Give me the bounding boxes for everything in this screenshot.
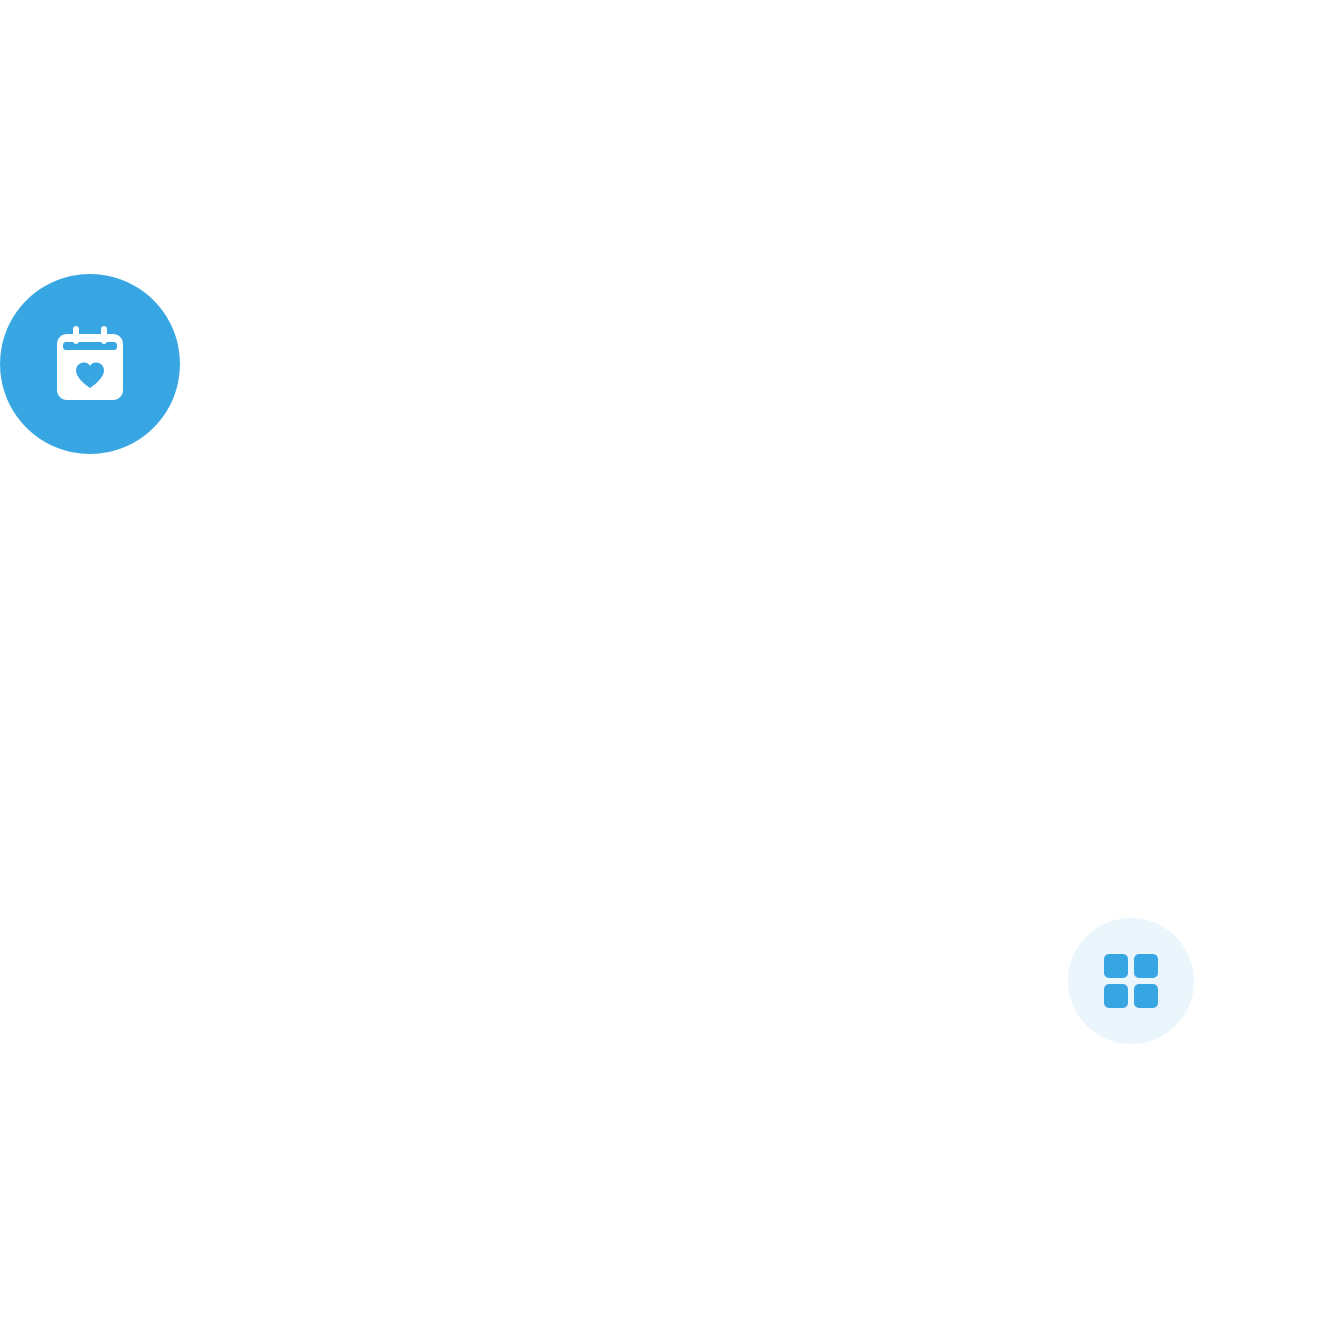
grid-icon	[1104, 954, 1158, 1008]
calendar-favorites-button[interactable]	[0, 274, 180, 454]
calendar-heart-icon	[57, 326, 123, 400]
apps-grid-button[interactable]	[1068, 918, 1194, 1044]
